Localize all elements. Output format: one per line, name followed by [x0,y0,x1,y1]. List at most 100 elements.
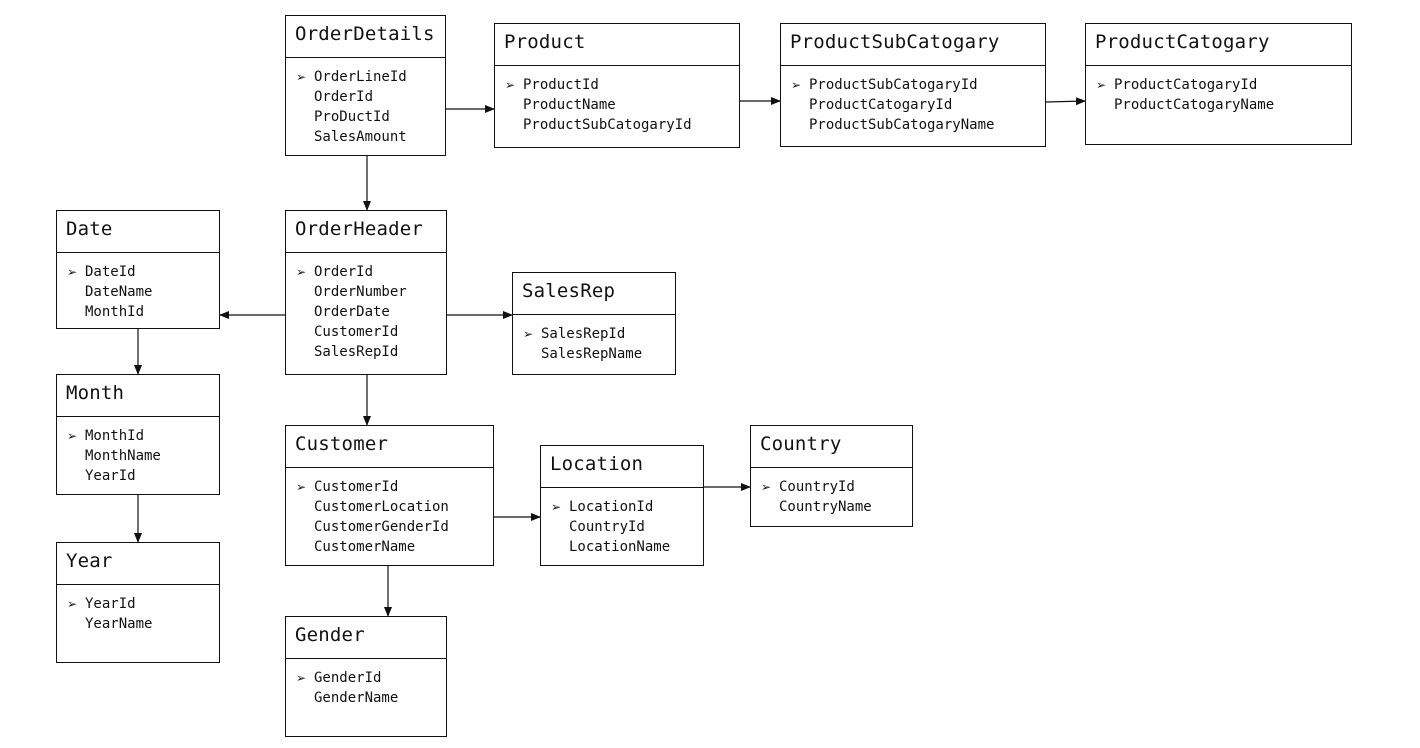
field-name: ProductName [523,97,616,113]
entity-field: ProductCatogaryName [1096,95,1351,115]
entity-field: YearName [67,614,219,634]
field-name: YearId [85,596,136,612]
primary-key-field: ➢ ProductCatogaryId [1096,75,1351,95]
field-name: CountryId [779,479,855,495]
field-name: GenderId [314,670,382,686]
entity-field: CustomerId [296,322,446,342]
field-name: SalesRepId [541,326,626,342]
entity-field: SalesAmount [296,127,445,147]
entity-title: OrderHeader [286,211,446,253]
key-arrow-icon: ➢ [67,265,78,279]
entity-title: Year [57,543,219,585]
entity-title: ProductSubCatogary [781,24,1045,66]
entity-field: YearId [67,466,219,486]
field-name: OrderDate [314,304,390,320]
key-arrow-icon: ➢ [791,78,802,92]
primary-key-field: ➢ SalesRepId [523,324,675,344]
field-name: SalesAmount [314,129,407,145]
entity-field: OrderNumber [296,282,446,302]
field-name: OrderId [314,264,374,280]
entity-field: CustomerName [296,537,493,557]
field-name: CustomerId [314,479,399,495]
entity-field: DateName [67,282,219,302]
entity-field: ProductSubCatogaryName [791,115,1045,135]
key-arrow-icon: ➢ [296,671,307,685]
primary-key-field: ➢ GenderId [296,668,446,688]
primary-key-field: ➢ YearId [67,594,219,614]
entity-title: Customer [286,426,493,468]
field-name: ProductCatogaryId [1114,77,1258,93]
key-arrow-icon: ➢ [67,429,78,443]
field-name: DateName [85,284,153,300]
field-name: YearId [85,468,136,484]
field-name: CountryName [779,499,872,515]
entity-title: SalesRep [513,273,675,315]
key-arrow-icon: ➢ [761,480,772,494]
key-arrow-icon: ➢ [67,597,78,611]
entity-field: ProductSubCatogaryId [505,115,739,135]
entity-field: ProDuctId [296,107,445,127]
entity-field: SalesRepName [523,344,675,364]
field-name: CustomerLocation [314,499,449,515]
field-name: CountryId [569,519,645,535]
field-name: ProductId [523,77,599,93]
field-name: OrderId [314,89,374,105]
entity-field: SalesRepId [296,342,446,362]
field-name: ProDuctId [314,109,390,125]
primary-key-field: ➢ProductSubCatogaryId [791,75,1045,95]
field-name: DateId [85,264,136,280]
entity-field: CustomerLocation [296,497,493,517]
field-name: LocationId [569,499,654,515]
entity-field: MonthName [67,446,219,466]
field-name: YearName [85,616,153,632]
entity-title: Product [495,24,739,66]
entity-field: OrderDate [296,302,446,322]
field-name: ProductCatogaryName [1114,97,1275,113]
primary-key-field: ➢OrderId [296,262,446,282]
field-name: LocationName [569,539,671,555]
field-name: GenderName [314,690,399,706]
key-arrow-icon: ➢ [1096,78,1107,92]
primary-key-field: ➢ProductId [505,75,739,95]
key-arrow-icon: ➢ [523,327,534,341]
primary-key-field: ➢ DateId [67,262,219,282]
entity-field: OrderId [296,87,445,107]
field-name: ProductCatogaryId [809,97,953,113]
key-arrow-icon: ➢ [551,500,562,514]
entity-title: Month [57,375,219,417]
field-name: OrderNumber [314,284,407,300]
entity-field: CountryName [761,497,912,517]
entity-field: CountryId [551,517,703,537]
entity-field: ProductName [505,95,739,115]
key-arrow-icon: ➢ [296,70,307,84]
field-name: ProductSubCatogaryId [523,117,692,133]
entity-field: LocationName [551,537,703,557]
entity-title: ProductCatogary [1086,24,1351,66]
field-name: OrderLineId [314,69,407,85]
field-name: MonthId [85,428,145,444]
